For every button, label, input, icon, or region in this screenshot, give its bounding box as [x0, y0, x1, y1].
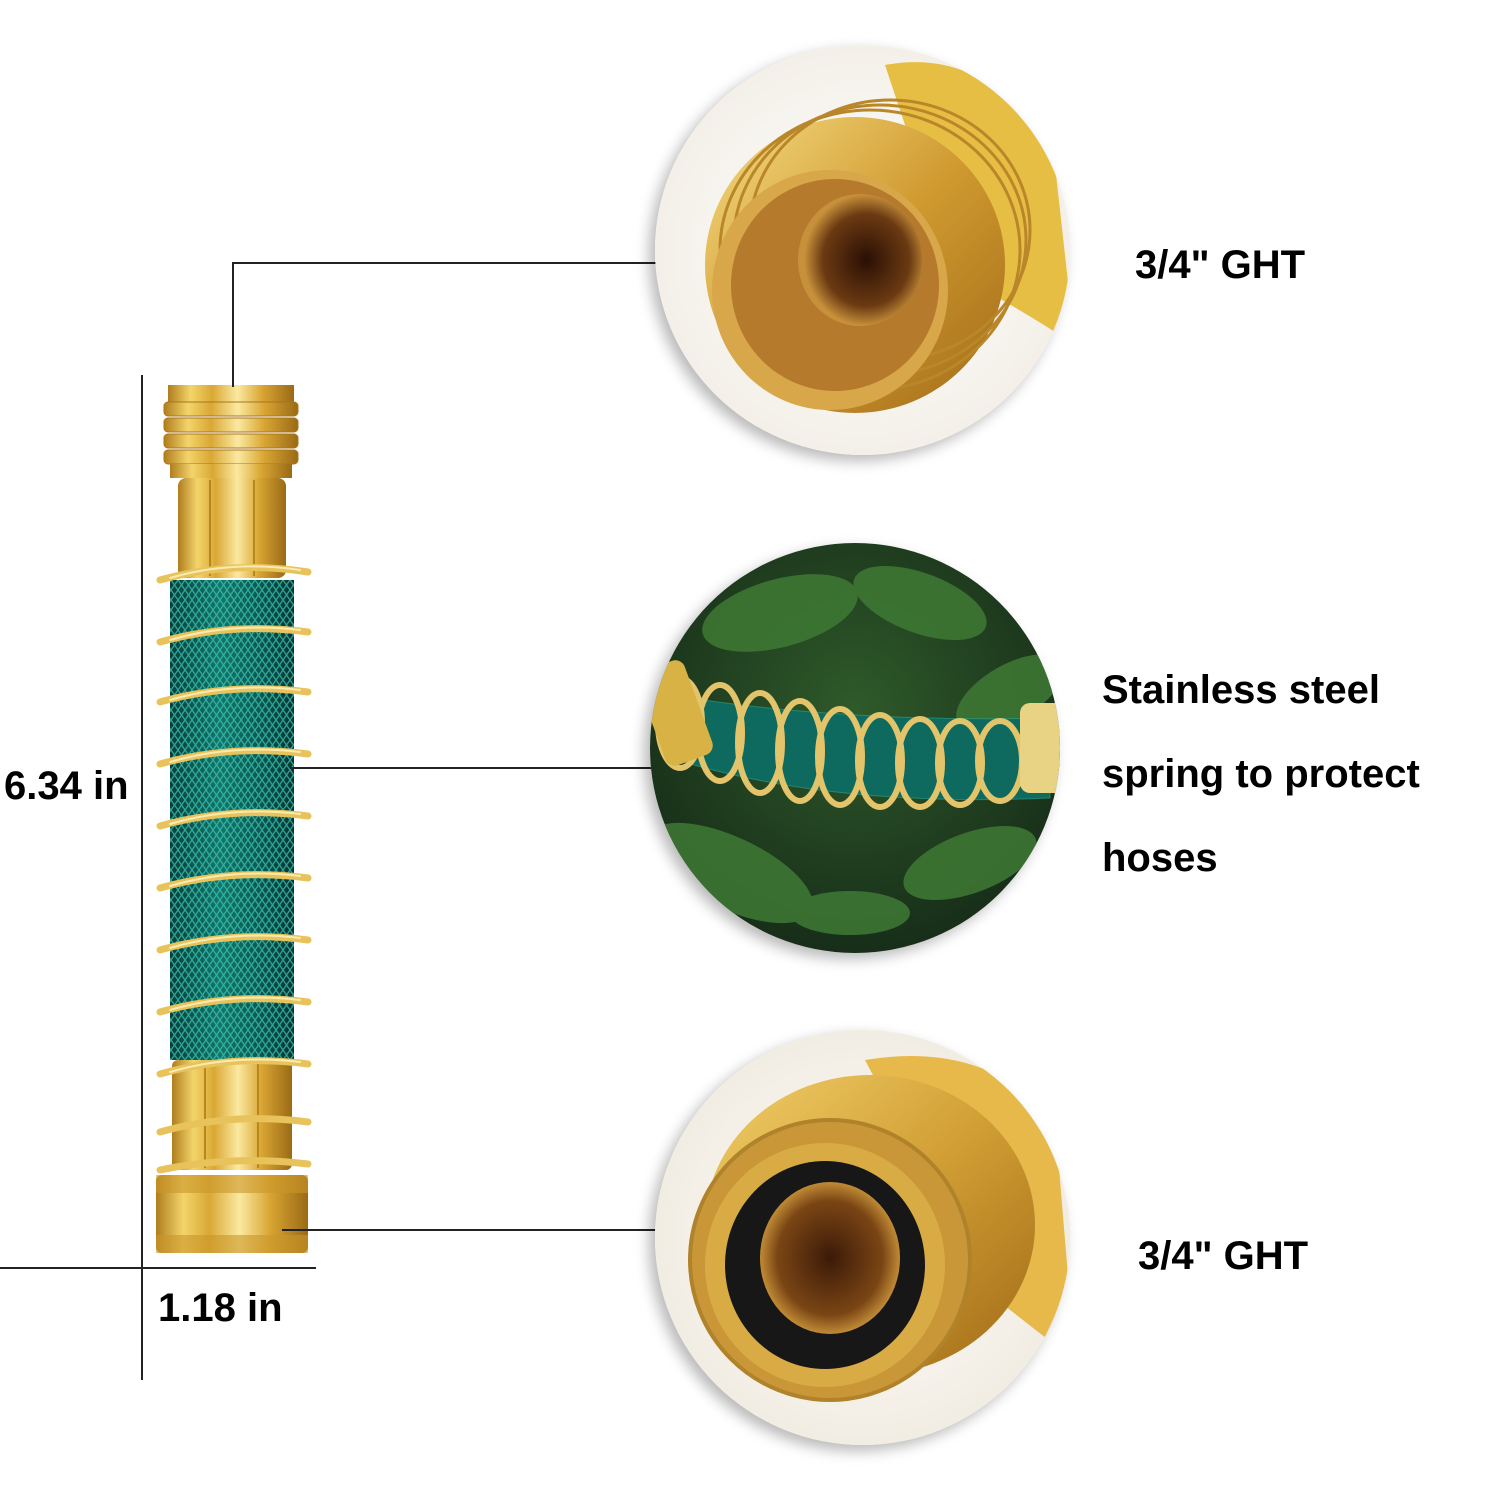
callout-spring-line-1: Stainless steel	[1102, 668, 1380, 712]
callout-line-top	[232, 262, 657, 264]
callout-spring-line-3: hoses	[1102, 836, 1218, 880]
callout-line-bottom	[282, 1229, 657, 1231]
width-dimension-label: 1.18 in	[158, 1286, 283, 1330]
height-dimension-line	[141, 375, 143, 1380]
callout-label-male-end: 3/4" GHT	[1135, 243, 1306, 287]
spring-hose-garden-image	[650, 543, 1060, 953]
callout-spring-line-2: spring to protect	[1102, 752, 1420, 796]
male-thread-closeup-image	[655, 45, 1070, 455]
callout-line-top-vertical	[232, 262, 234, 387]
callout-label-female-end: 3/4" GHT	[1138, 1234, 1309, 1278]
callout-line-middle	[290, 767, 652, 769]
product-hose-image	[150, 380, 320, 1260]
height-dimension-label: 6.34 in	[2, 764, 131, 809]
female-coupling-closeup-image	[655, 1030, 1070, 1445]
width-dimension-line	[0, 1267, 316, 1269]
callout-label-spring: Stainless steel spring to protect hoses	[1102, 648, 1420, 900]
